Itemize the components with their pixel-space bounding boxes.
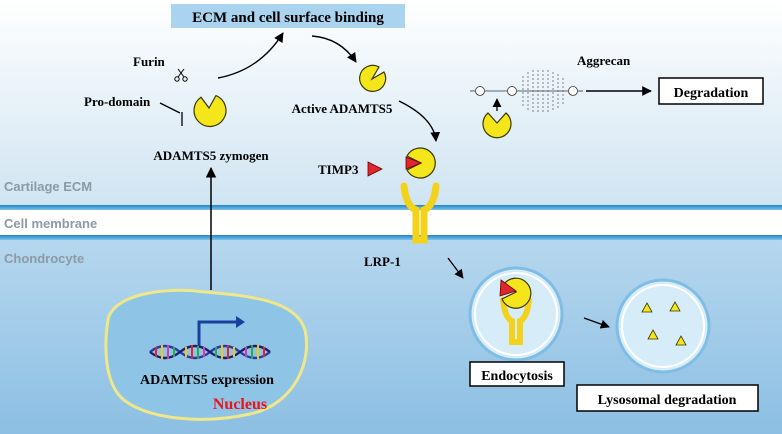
ecm-background <box>0 0 782 207</box>
aggrecan-label: Aggrecan <box>577 53 631 68</box>
arrow-from-binding <box>311 35 357 63</box>
timp3-label: TIMP3 <box>318 162 359 177</box>
prodomain-pointer <box>159 102 181 114</box>
endocytosis-label: Endocytosis <box>481 369 553 384</box>
arrow-to-endocytosis <box>447 257 464 279</box>
lysosomal-label: Lysosomal degradation <box>598 393 737 408</box>
region-cell-label: Chondrocyte <box>4 251 84 266</box>
degradation-box <box>658 77 764 105</box>
endosome-vesicle <box>468 266 564 362</box>
lysosome-inner-ring <box>621 284 705 368</box>
membrane-outer-line <box>0 205 782 210</box>
zymogen-label: ADAMTS5 zymogen <box>153 148 269 163</box>
bound-timp3-icon <box>405 156 423 170</box>
nucleus-label: Nucleus <box>213 396 267 413</box>
expression-label: ADAMTS5 expression <box>140 373 274 388</box>
fragment-icon <box>647 329 659 340</box>
furin-label: Furin <box>133 54 166 69</box>
lrp1-receptor-icon <box>400 182 440 244</box>
active-enzyme-icon <box>359 64 387 92</box>
endosome-inner-ring <box>474 272 558 356</box>
fragment-icon <box>675 335 687 346</box>
arrow-to-timp3-complex <box>398 100 441 142</box>
region-ecm-label: Cartilage ECM <box>4 179 92 194</box>
cleaving-enzyme-icon <box>482 112 512 139</box>
title-label: ECM and cell surface binding <box>192 10 384 26</box>
membrane-band <box>0 207 782 238</box>
lrp1-label: LRP-1 <box>364 254 401 269</box>
title-box <box>171 4 405 28</box>
lysosome-vesicle <box>615 278 711 374</box>
internalized-receptor-icon <box>500 297 532 345</box>
zymogen-enzyme-icon <box>193 94 227 127</box>
transcription-arrow-head <box>236 316 245 328</box>
degradation-label: Degradation <box>674 86 749 101</box>
lysosomal-box <box>576 384 759 412</box>
arrow-to-binding <box>217 32 284 79</box>
fragment-icon <box>641 302 653 313</box>
fragment-icon <box>669 301 681 312</box>
transcription-start-arrow <box>197 320 236 346</box>
aggrecan-molecule-icon <box>470 70 583 112</box>
scissors-icon <box>174 68 188 82</box>
prodomain-label: Pro-domain <box>84 94 151 109</box>
membrane-inner-line <box>0 235 782 240</box>
timp3-icon <box>367 161 383 177</box>
active-label: Active ADAMTS5 <box>292 101 393 116</box>
endocytosis-box <box>469 361 565 387</box>
dna-helix-icon <box>149 344 271 360</box>
internalized-timp3-icon <box>499 279 517 297</box>
region-membrane-label: Cell membrane <box>4 216 97 231</box>
arrow-to-lysosome <box>583 317 610 329</box>
